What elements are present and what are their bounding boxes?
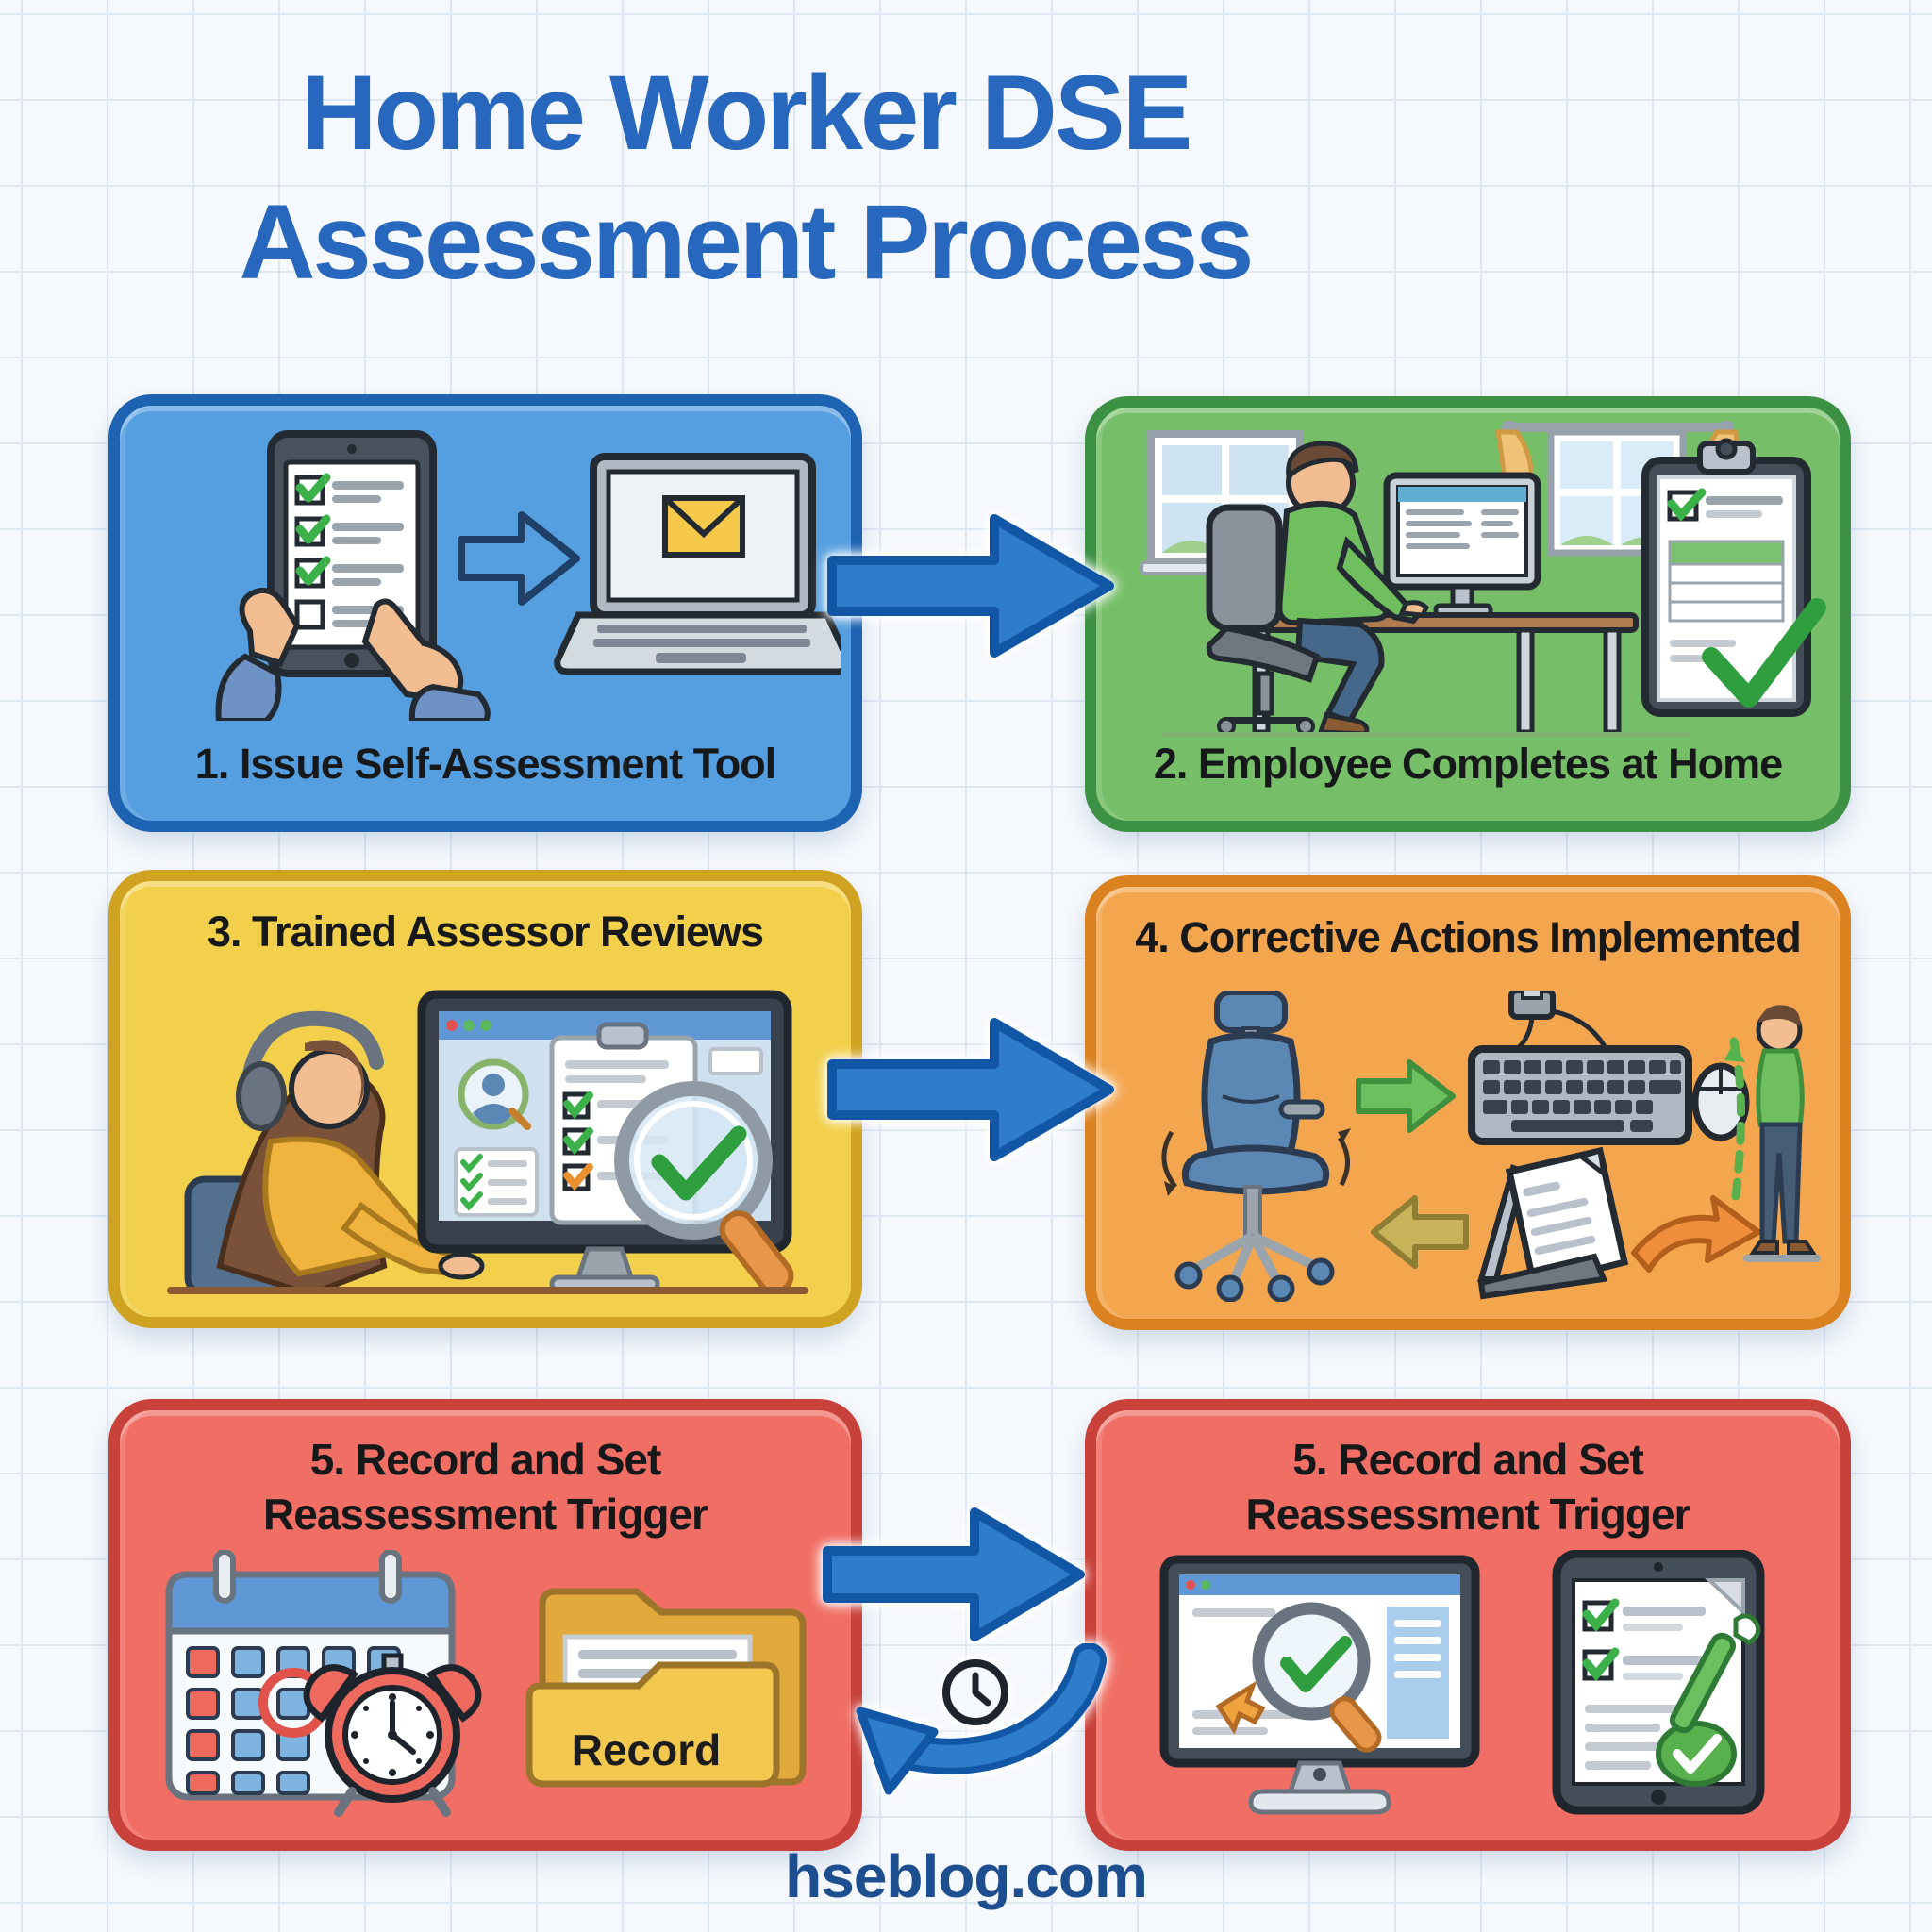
step4-caption: 4. Corrective Actions Implemented <box>1135 913 1802 961</box>
step-box-3: 3. Trained Assessor Reviews <box>108 870 862 1328</box>
transfer-arrow-icon <box>458 511 580 606</box>
calendar-alarm-icon <box>165 1550 482 1817</box>
magnifier-check-icon <box>614 1081 794 1294</box>
ergonomic-chair-icon <box>1161 991 1351 1302</box>
step1-illustration <box>215 430 841 721</box>
step3-illustration <box>167 990 808 1294</box>
home-workstation-icon <box>1162 441 1690 737</box>
review-arrow-icon <box>1371 1195 1469 1269</box>
page-title-line1: Home Worker DSE <box>300 54 1193 172</box>
laptop-email-icon <box>554 453 841 675</box>
posture-arrow-icon <box>1631 1195 1761 1273</box>
step-box-5b: 5. Record and Set Reassessment Trigger <box>1085 1399 1851 1851</box>
page-title-line2: Assessment Process <box>239 182 1255 301</box>
standing-posture-icon <box>1724 1005 1821 1262</box>
step5a-caption: 5. Record and Set Reassessment Trigger <box>263 1435 708 1539</box>
step2-caption: 2. Employee Completes at Home <box>1153 740 1783 788</box>
step3-caption: 3. Trained Assessor Reviews <box>207 908 764 956</box>
flow-arrow-step5a-step5b <box>823 1507 1085 1641</box>
step5a-illustration: Record <box>165 1550 807 1817</box>
desk-edge <box>167 1287 808 1294</box>
adjust-arrow-icon <box>1356 1059 1456 1133</box>
step-box-1: 1. Issue Self-Assessment Tool <box>108 394 862 832</box>
record-folder-label: Record <box>572 1725 721 1774</box>
step2-illustration <box>1140 421 1826 737</box>
step4-illustration <box>1161 991 1821 1302</box>
flow-arrow-step1-step2 <box>827 514 1114 658</box>
checklist-clipboard-icon <box>1641 438 1826 717</box>
record-folder-icon: Record <box>525 1588 807 1788</box>
document-stand-icon <box>1477 1146 1629 1300</box>
clock-icon <box>942 1659 1008 1725</box>
tablet-signoff-icon <box>1552 1550 1765 1815</box>
reassessment-loop-arrow <box>856 1643 1107 1795</box>
assessor-headset-icon <box>184 1010 485 1294</box>
step-box-5a: 5. Record and Set Reassessment Trigger <box>108 1399 862 1851</box>
tablet-checklist-icon <box>215 430 491 721</box>
step5b-illustration <box>1159 1550 1765 1815</box>
step-box-4: 4. Corrective Actions Implemented <box>1085 875 1851 1330</box>
flow-arrow-step3-step4 <box>827 1018 1114 1161</box>
footer-site-name: hseblog.com <box>785 1842 1148 1910</box>
step5b-caption: 5. Record and Set Reassessment Trigger <box>1245 1435 1691 1539</box>
page-title: Home Worker DSE Assessment Process <box>0 49 1491 307</box>
keyboard-mouse-icon <box>1468 991 1750 1145</box>
monitor-review-icon <box>1159 1555 1480 1815</box>
step1-caption: 1. Issue Self-Assessment Tool <box>194 740 776 788</box>
step-box-2: 2. Employee Completes at Home <box>1085 396 1851 832</box>
